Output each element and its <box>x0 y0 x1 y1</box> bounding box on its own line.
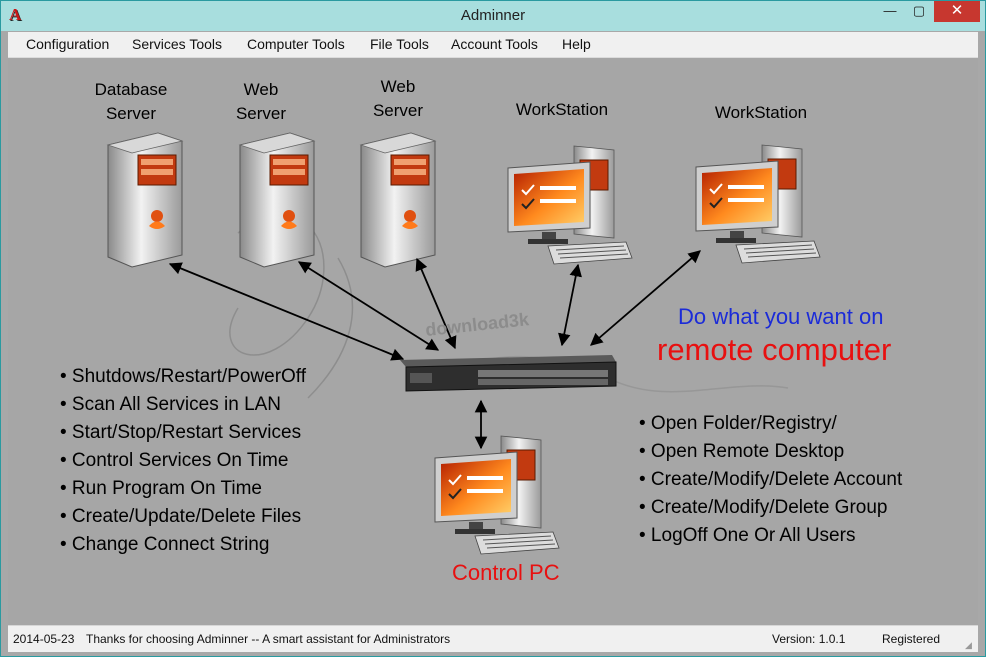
web-server-icon <box>239 132 315 268</box>
workstation-icon <box>695 144 821 264</box>
feature-item: • Run Program On Time <box>60 478 262 499</box>
menu-services-tools[interactable]: Services Tools <box>132 36 223 52</box>
menu-configuration[interactable]: Configuration <box>26 36 110 52</box>
close-button[interactable]: ✕ <box>934 1 980 22</box>
feature-item: • Start/Stop/Restart Services <box>60 422 302 443</box>
menu-bar: Configuration Services Tools Computer To… <box>8 32 978 58</box>
network-switch-icon <box>400 355 617 392</box>
menu-account-tools[interactable]: Account Tools <box>451 36 538 52</box>
status-bar: 2014-05-23 Thanks for choosing Adminner … <box>8 625 978 652</box>
web-server-icon <box>360 132 436 268</box>
resize-grip-icon[interactable]: ◢ <box>965 640 972 650</box>
database-server-icon <box>107 132 183 268</box>
title-bar[interactable]: A Adminner — ▢ ✕ <box>1 1 985 31</box>
tagline-line1: Do what you want on <box>678 304 884 329</box>
menu-help[interactable]: Help <box>562 36 591 52</box>
status-version: Version: 1.0.1 <box>772 632 846 646</box>
feature-item: • Create/Modify/Delete Account <box>639 469 903 490</box>
workstation-icon <box>507 145 633 265</box>
node-label: WorkStation <box>515 100 609 119</box>
app-logo-icon[interactable]: A <box>9 5 22 24</box>
feature-item: • LogOff One Or All Users <box>639 525 856 546</box>
feature-item: • Scan All Services in LAN <box>60 394 282 415</box>
feature-item: • Create/Modify/Delete Group <box>639 497 888 518</box>
feature-item: • Control Services On Time <box>60 450 289 471</box>
feature-item: • Shutdows/Restart/PowerOff <box>60 366 307 387</box>
window-title: Adminner <box>460 7 526 24</box>
feature-item: • Create/Update/Delete Files <box>60 506 302 527</box>
node-label: WorkStation <box>714 103 808 122</box>
connection-arrows <box>168 250 701 450</box>
control-pc-icon <box>434 435 560 555</box>
maximize-button[interactable]: ▢ <box>912 3 926 18</box>
feature-item: • Open Folder/Registry/ <box>639 413 837 434</box>
status-date: 2014-05-23 <box>13 632 75 646</box>
menu-file-tools[interactable]: File Tools <box>370 36 429 52</box>
feature-item: • Change Connect String <box>60 534 270 555</box>
menu-computer-tools[interactable]: Computer Tools <box>247 36 345 52</box>
tagline-line2: remote computer <box>657 332 892 367</box>
control-pc-label: Control PC <box>452 560 560 585</box>
status-message: Thanks for choosing Adminner -- A smart … <box>86 632 451 646</box>
minimize-button[interactable]: — <box>883 3 897 18</box>
status-registration: Registered <box>882 632 941 646</box>
diagram-artwork: download3k <box>107 132 821 555</box>
feature-item: • Open Remote Desktop <box>639 441 845 462</box>
